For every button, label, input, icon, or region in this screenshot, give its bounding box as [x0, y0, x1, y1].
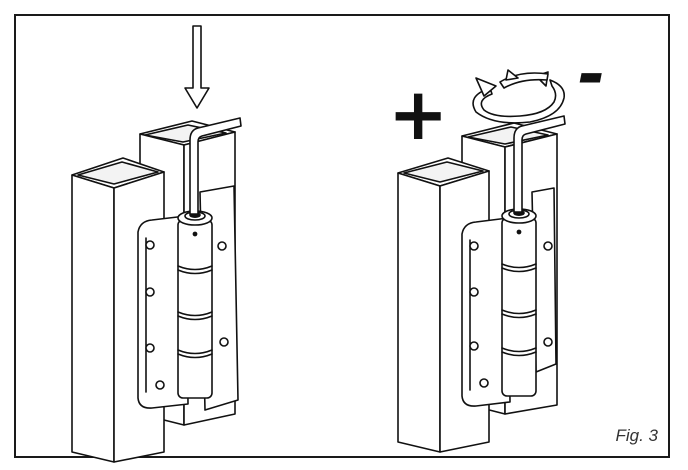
right-front-leaf: [461, 217, 553, 407]
right-assembly: [397, 69, 566, 453]
left-front-leaf: [137, 215, 229, 409]
allen-key-icon: [189, 117, 242, 215]
allen-key-icon: [513, 115, 566, 213]
figure-caption: Fig. 3: [615, 426, 658, 445]
minus-sign: -: [578, 36, 606, 113]
down-arrow-icon: [184, 25, 210, 109]
right-hinge-barrel: [501, 208, 537, 397]
left-hinge-barrel: [177, 210, 213, 399]
plus-sign: +: [388, 72, 449, 156]
left-assembly: [71, 25, 242, 463]
rotate-arrows-icon: [472, 69, 566, 124]
